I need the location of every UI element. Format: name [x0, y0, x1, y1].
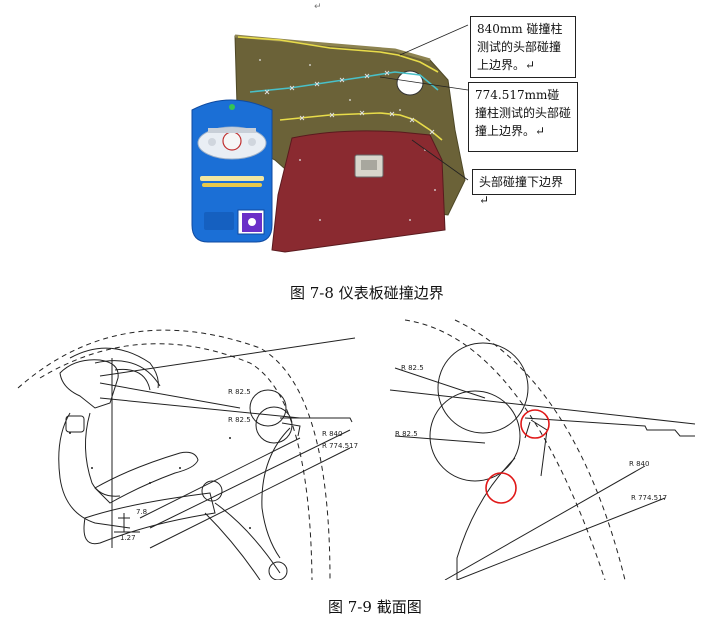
figure-caption-7-8: 图 7-8 仪表板碰撞边界 [290, 284, 444, 302]
callout-774: 774.517mm碰撞柱测试的头部碰撞上边界。↵ [468, 82, 578, 152]
paragraph-mark: ↵ [314, 2, 322, 12]
callout-840: 840mm 碰撞柱测试的头部碰撞上边界。↵ [470, 16, 576, 78]
boundary-line-774 [249, 71, 439, 93]
right-label-r825-b: R 82.5 [395, 430, 418, 438]
point-markers [264, 70, 435, 135]
boundary-line-840 [237, 36, 439, 73]
left-label-r825-a: R 82.5 [228, 388, 251, 396]
callout-lower-boundary: 头部碰撞下边界↵ [472, 169, 576, 207]
right-label-r840: R 840 [629, 460, 649, 468]
right-label-r825-a: R 82.5 [401, 364, 424, 372]
contact-highlight-upper [520, 409, 550, 439]
section-drawing-left: R 82.5 R 82.5 R 840 R 774.517 7.8 1.27 [17, 329, 358, 580]
left-small-dots [69, 432, 251, 529]
left-label-r840: R 840 [322, 430, 342, 438]
left-dim-b: 1.27 [120, 534, 136, 542]
dashboard-render [191, 24, 469, 253]
contact-highlight-lower [485, 472, 517, 504]
left-label-r774: R 774.517 [322, 442, 358, 450]
left-dim-a: 7.8 [136, 508, 147, 516]
callout-leaders [379, 24, 469, 181]
figure-caption-7-9: 图 7-9 截面图 [328, 598, 422, 616]
instrument-cluster [191, 99, 273, 243]
left-label-r825-b: R 82.5 [228, 416, 251, 424]
right-label-r774: R 774.517 [631, 494, 667, 502]
surface-dots [259, 59, 436, 221]
section-drawing-right: R 82.5 R 82.5 R 840 R 774.517 [389, 319, 696, 580]
glovebox-panel [271, 130, 446, 253]
